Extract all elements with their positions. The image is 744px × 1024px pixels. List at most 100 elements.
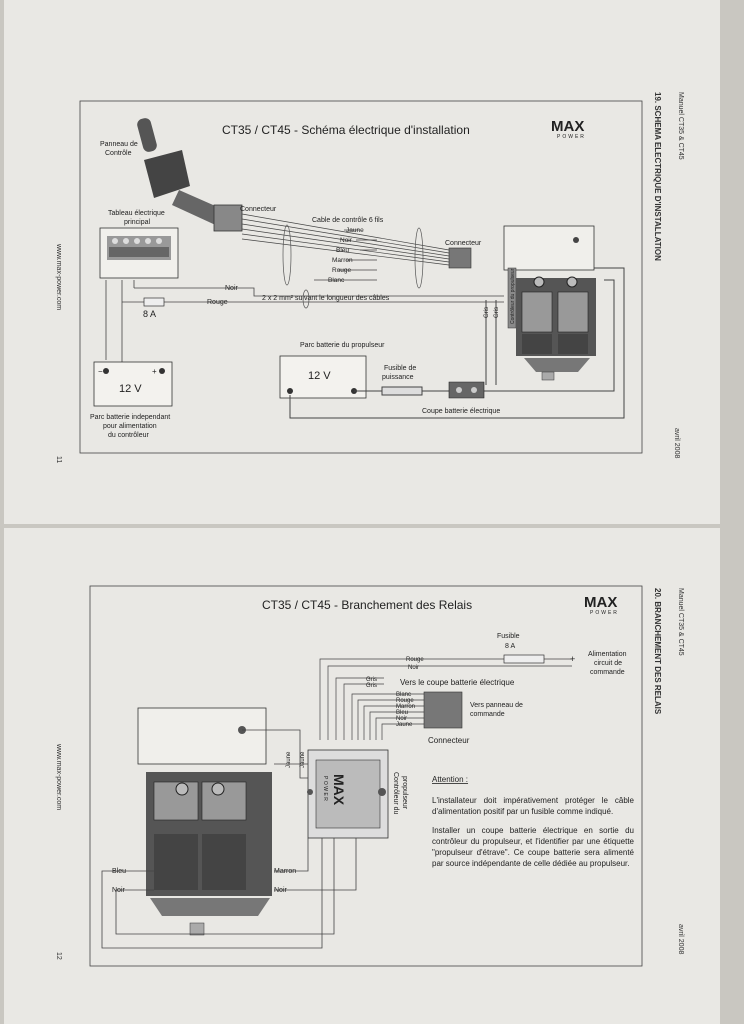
svg-text:MAX: MAX xyxy=(584,594,617,611)
gris-label-2a: Gris xyxy=(366,677,377,683)
ctrl-box-label-2: propulseur xyxy=(401,776,408,810)
vers-panneau-label-2: commande xyxy=(470,711,505,718)
controleur-prop-label: Contrôleur du propulseur xyxy=(510,268,516,324)
section-heading: 19. SCHEMA ELECTRIQUE D'INSTALLATION xyxy=(653,92,662,261)
power-cables xyxy=(289,267,625,419)
page-12: CT35 / CT45 - Branchement des Relais MAX… xyxy=(4,528,720,1024)
attention-paragraph-2: Installer un coupe batterie électrique e… xyxy=(432,826,634,868)
jaune-label-a: Jaune xyxy=(286,751,292,768)
thruster-battery xyxy=(279,355,367,399)
control-cable-wires xyxy=(241,213,450,281)
cable-label: Cable de contrôle 6 fils xyxy=(312,217,384,224)
connector-wire-label-2: Marron xyxy=(396,704,415,710)
diagram-title: CT35 / CT45 - Schéma électrique d'instal… xyxy=(222,123,470,137)
box-logo: MAX xyxy=(331,774,347,806)
controller-box xyxy=(307,749,389,839)
diagram-title-2: CT35 / CT45 - Branchement des Relais xyxy=(262,598,472,612)
rouge-wire-label: Rouge xyxy=(207,299,228,306)
connector-wire-label-0: Blanc xyxy=(396,692,411,698)
battery-prop-voltage: 12 V xyxy=(308,370,331,382)
battery-switch xyxy=(448,381,485,399)
manual-name: Manuel CT35 & CT45 xyxy=(677,92,684,160)
attention-heading: Attention : xyxy=(432,775,468,784)
jaune-label-b: Jaune xyxy=(300,751,306,768)
fuse-label: 8 A xyxy=(143,309,156,319)
svg-text:MAX: MAX xyxy=(551,118,584,135)
fusible-label-2: puissance xyxy=(382,374,414,381)
page-date: avril 2008 xyxy=(673,428,680,459)
gris-label-1: Gris xyxy=(484,307,490,318)
connector-wires-2 xyxy=(351,693,424,740)
panel-label-2: Contrôle xyxy=(105,150,132,157)
supply-wires-2 xyxy=(319,658,572,740)
battery-plus: + xyxy=(152,367,157,376)
max-power-logo: MAX POWER xyxy=(551,118,584,140)
connector-wire-label-3: Bleu xyxy=(396,710,408,716)
supply-wires xyxy=(105,280,504,370)
plus-sign: + xyxy=(570,654,575,664)
fusible-label-1: Fusible de xyxy=(384,365,416,372)
thruster-controller-relays xyxy=(503,225,596,381)
page-11: CT35 / CT45 - Schéma électrique d'instal… xyxy=(4,0,720,524)
alim-label-3: commande xyxy=(590,669,625,676)
noir-left-label: Noir xyxy=(112,887,126,894)
fuse-8a-2 xyxy=(503,654,545,664)
box-logo-sub: POWER xyxy=(322,776,328,802)
fuse-8a xyxy=(143,297,165,307)
manual-name-2: Manuel CT35 & CT45 xyxy=(677,588,684,656)
website: www.max-power.com xyxy=(55,244,62,311)
section-heading-2: 20. BRANCHEMENT DES RELAIS xyxy=(653,588,662,715)
tableau-label-2: principal xyxy=(124,219,151,226)
max-power-logo-2: MAX POWER xyxy=(584,594,617,616)
diagram-frame-2 xyxy=(89,585,643,967)
wire-label-5: Blanc xyxy=(328,277,345,284)
connector-wire-label-4: Noir xyxy=(396,716,407,722)
connector-2 xyxy=(423,691,463,729)
wire-label-1: Noir xyxy=(340,237,353,244)
coupe-label: Coupe batterie électrique xyxy=(422,408,500,415)
alim-label-2: circuit de xyxy=(594,660,622,667)
noir-wire-label: Noir xyxy=(225,285,239,292)
wire-label-0: Jaune xyxy=(346,227,364,234)
battery-minus: − xyxy=(98,367,103,376)
gris-label-2b: Gris xyxy=(366,683,377,689)
ctrl-box-label-1: Contrôleur du xyxy=(392,772,399,815)
relay-wiring-diagram: CT35 / CT45 - Branchement des Relais MAX… xyxy=(89,585,643,967)
page-number: 11 xyxy=(55,456,62,464)
independent-battery xyxy=(93,361,173,407)
connector-right-label: Connecteur xyxy=(445,240,482,247)
panel-label-1: Panneau de xyxy=(100,141,138,148)
website-2: www.max-power.com xyxy=(55,744,62,811)
battery-indep-voltage: 12 V xyxy=(119,383,142,395)
control-panel-joystick xyxy=(137,118,243,232)
marron-label: Marron xyxy=(274,868,296,875)
vers-panneau-label-1: Vers panneau de xyxy=(470,702,523,709)
alim-label-1: Alimentation xyxy=(588,651,627,658)
indep-label-3: du contrôleur xyxy=(108,432,150,439)
gris-label-2: Gris xyxy=(494,307,500,318)
fuse-rating-2: 8 A xyxy=(505,643,515,650)
wire-label-4: Rouge xyxy=(332,267,352,274)
attention-paragraph-1: L'installateur doit impérativement proté… xyxy=(432,796,634,816)
fusible-label-2: Fusible xyxy=(497,633,520,640)
parc-prop-label: Parc batterie du propulseur xyxy=(300,342,385,349)
wire-label-2: Bleu xyxy=(336,247,349,254)
cables-2x2-label: 2 x 2 mm² suivant le longueur des câbles xyxy=(262,295,390,302)
wire-label-3: Marron xyxy=(332,257,353,264)
connector-right xyxy=(448,247,472,269)
connector-top-label: Connecteur xyxy=(240,206,277,213)
noir-right-label: Noir xyxy=(274,887,288,894)
noir-label-2: Noir xyxy=(408,665,419,671)
connector-wire-label-5: Jaune xyxy=(396,722,413,728)
rouge-label-2: Rouge xyxy=(406,657,424,663)
connector-wire-label-1: Rouge xyxy=(396,698,414,704)
connector-label-2: Connecteur xyxy=(428,736,470,745)
relay-assembly xyxy=(137,707,272,936)
main-electrical-panel xyxy=(99,227,179,279)
page-date-2: avril 2008 xyxy=(677,924,684,955)
relay-wires xyxy=(101,729,357,949)
indep-label-2: pour alimentation xyxy=(103,423,157,430)
page-number-2: 12 xyxy=(55,952,62,960)
